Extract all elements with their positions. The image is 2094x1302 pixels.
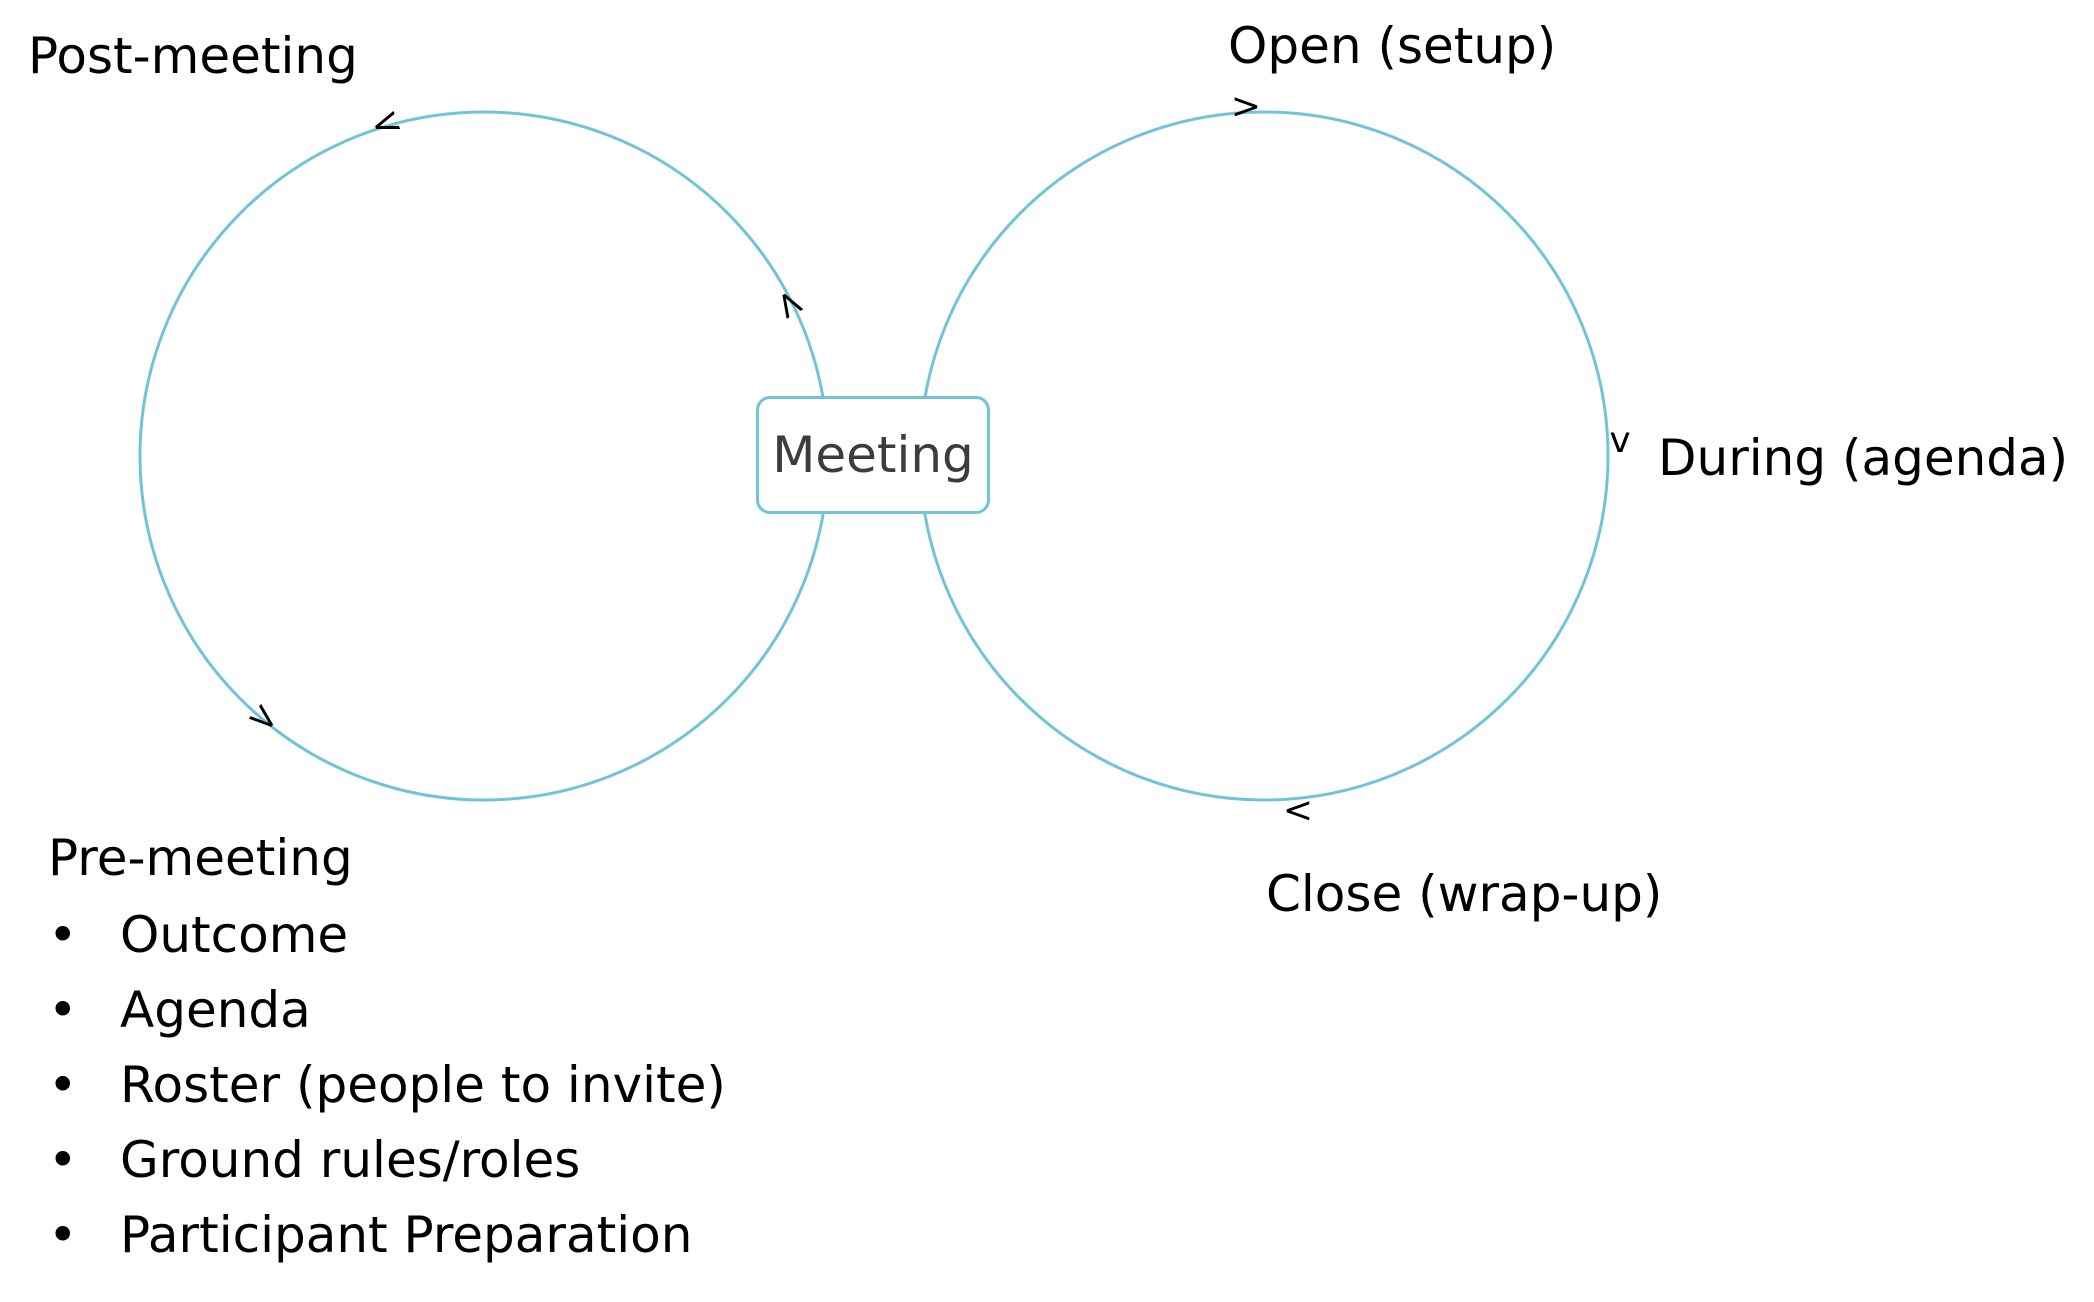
list-item: Roster (people to invite) <box>48 1048 726 1123</box>
list-item: Outcome <box>48 898 726 973</box>
arrow-right-side: v <box>1609 420 1630 461</box>
center-node-meeting: Meeting <box>756 396 990 514</box>
list-item: Agenda <box>48 973 726 1048</box>
arrow-left-top: < <box>365 99 407 148</box>
arrow-right-top: > <box>1231 86 1261 127</box>
label-during-agenda: During (agenda) <box>1658 429 2069 487</box>
right-cycle-loop <box>918 110 1610 802</box>
list-item: Participant Preparation <box>48 1198 726 1273</box>
label-pre-meeting: Pre-meeting <box>48 829 353 887</box>
label-post-meeting: Post-meeting <box>28 27 358 85</box>
label-open-setup: Open (setup) <box>1228 17 1557 75</box>
arrow-left-lower-left: > <box>239 693 288 744</box>
arrow-right-bottom: < <box>1283 790 1313 831</box>
list-item: Ground rules/roles <box>48 1123 726 1198</box>
arrow-left-upper-right: < <box>764 281 815 328</box>
left-cycle-loop <box>138 110 830 802</box>
label-close-wrap-up: Close (wrap-up) <box>1266 865 1663 923</box>
pre-meeting-list: Outcome Agenda Roster (people to invite)… <box>48 898 726 1273</box>
center-node-label: Meeting <box>772 426 974 484</box>
